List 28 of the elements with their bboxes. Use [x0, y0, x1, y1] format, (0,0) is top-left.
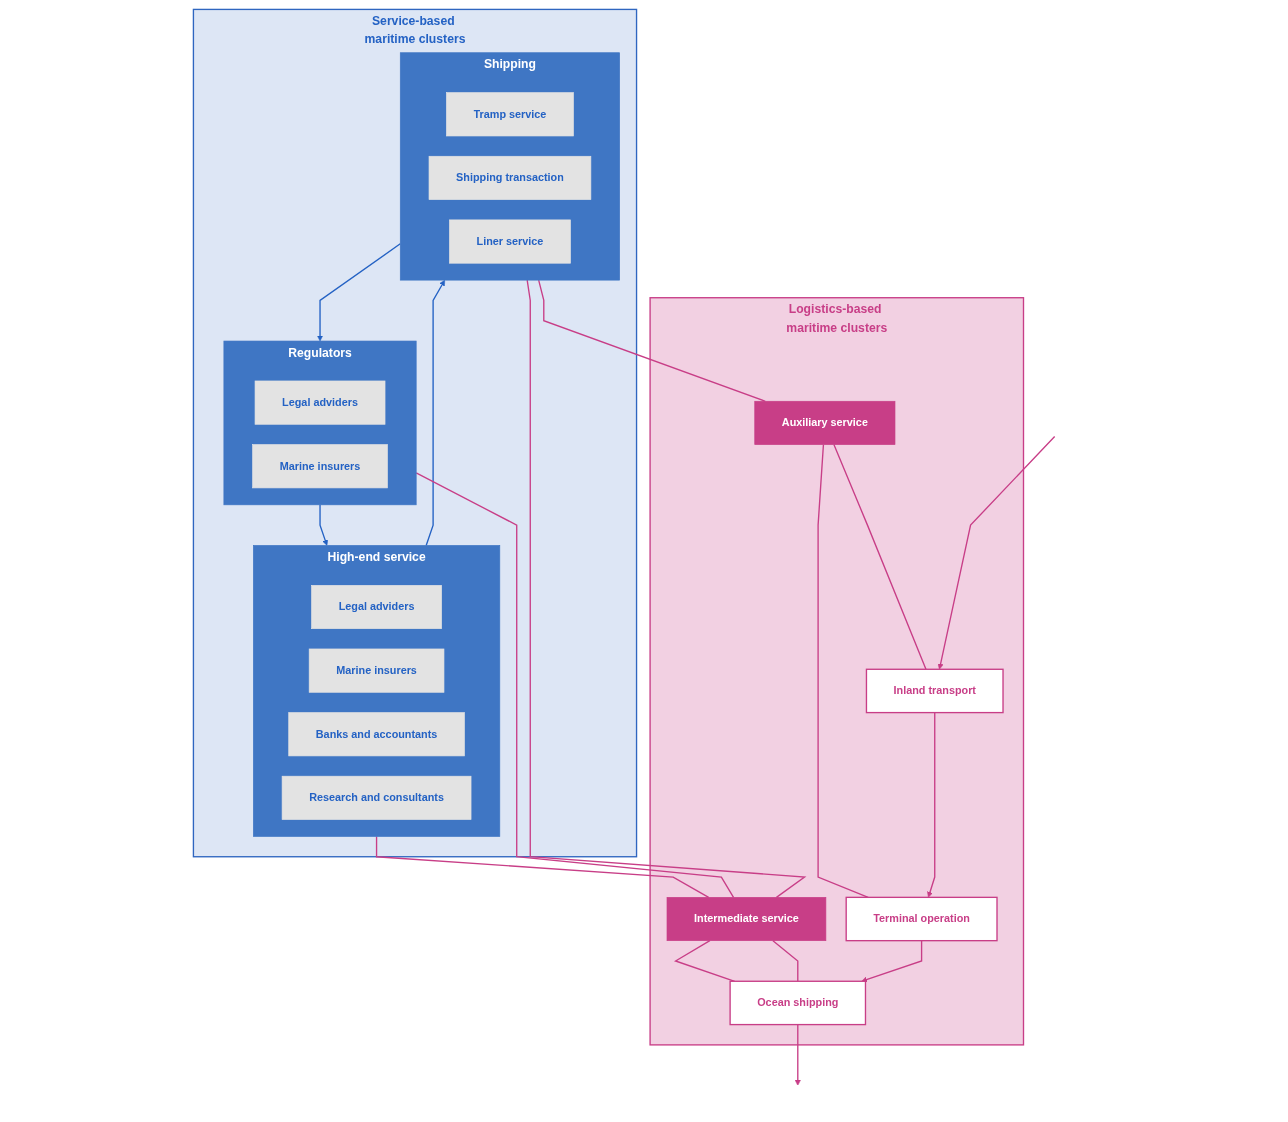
connector: [833, 443, 927, 670]
arrow: [317, 243, 401, 342]
node-box: Auxiliary service: [754, 400, 896, 445]
arrow: [861, 940, 923, 983]
arrow: [425, 279, 445, 547]
arrow: [794, 1023, 801, 1086]
connector: [817, 443, 869, 899]
node-box: Research and consultants: [281, 775, 472, 820]
node-box: Banks and accountants: [288, 712, 465, 757]
node-box: Liner service: [449, 219, 571, 264]
node-box: Legal adviders: [311, 585, 442, 629]
arrow: [927, 711, 936, 898]
connector: [375, 835, 710, 899]
node-box: Legal adviders: [254, 380, 386, 425]
node-box: Tramp service: [446, 92, 574, 137]
node-box: Ocean shipping: [729, 980, 867, 1026]
node-box: Shipping transaction: [428, 155, 592, 200]
connector: [772, 940, 799, 982]
arrow: [937, 435, 1056, 670]
node-box: Marine insurers: [252, 444, 388, 489]
node-box: Terminal operation: [845, 896, 998, 942]
node-box: Marine insurers: [308, 648, 445, 693]
connector: [538, 279, 766, 402]
node-box: Intermediate service: [666, 897, 827, 941]
connector: [415, 472, 735, 899]
arrow: [319, 504, 329, 546]
node-box: Inland transport: [865, 668, 1004, 714]
connector: [526, 279, 807, 899]
